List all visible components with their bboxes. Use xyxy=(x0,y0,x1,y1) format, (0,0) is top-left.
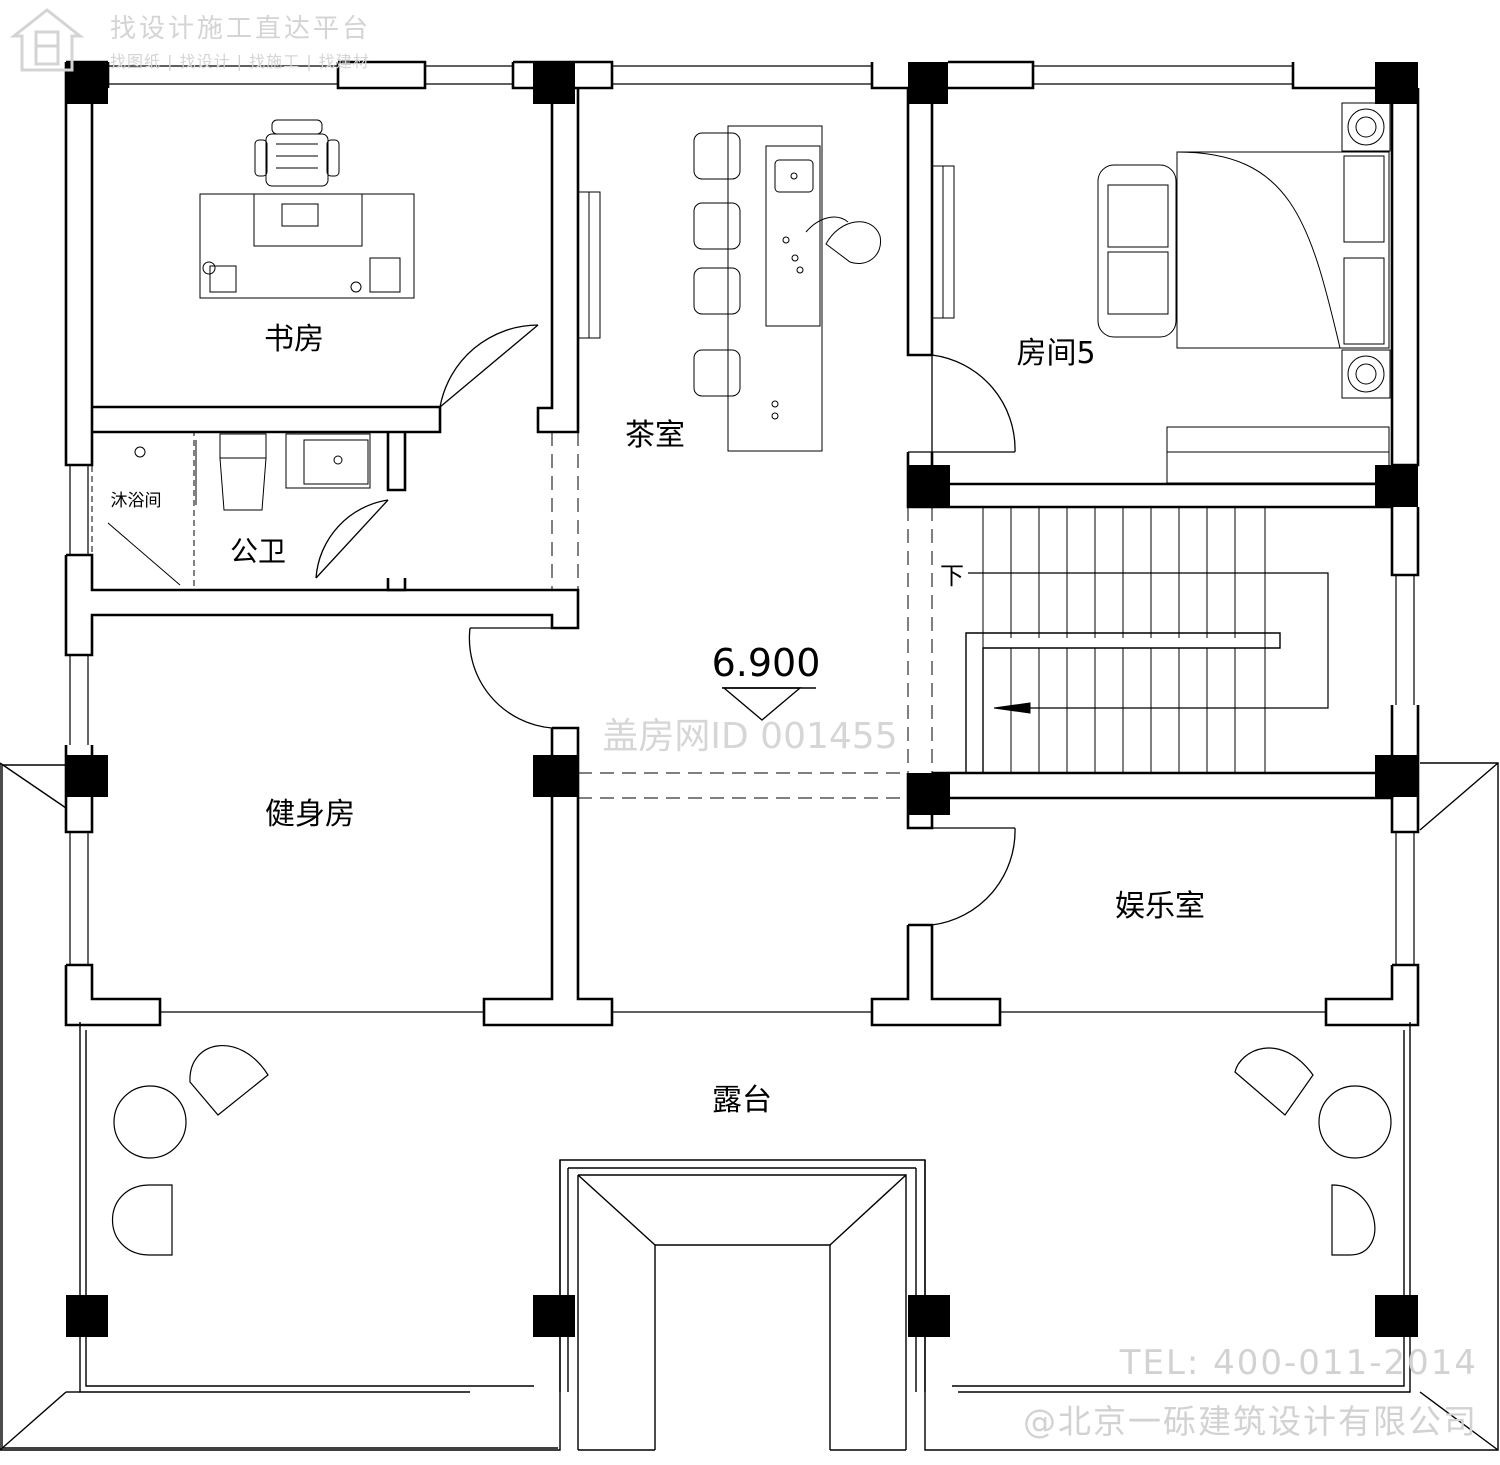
platform-title: 找设计施工直达平台 xyxy=(110,14,372,44)
staircase xyxy=(965,506,1329,774)
bedroom-furniture xyxy=(931,102,1391,484)
room-label-terrace: 露台 xyxy=(712,1083,772,1118)
stairs-down-label: 下 xyxy=(940,562,964,590)
tea-room-furniture xyxy=(577,125,882,452)
room-label-bedroom5: 房间5 xyxy=(1016,336,1095,371)
doors xyxy=(315,324,1016,926)
room-label-gym: 健身房 xyxy=(265,797,355,832)
wc-fixtures xyxy=(91,431,371,591)
company-tel: TEL: 400-011-2014 xyxy=(1119,1343,1478,1383)
room-label-public-wc: 公卫 xyxy=(230,535,286,568)
stair-treads xyxy=(1010,507,1236,773)
watermark-id: 盖房网ID 001455 xyxy=(602,716,897,757)
room-label-shower: 沐浴间 xyxy=(111,491,162,511)
room-label-entertainment: 娱乐室 xyxy=(1115,889,1205,924)
study-furniture xyxy=(199,119,415,299)
columns xyxy=(66,62,1418,1337)
terrace-parapet xyxy=(0,762,1499,1451)
platform-watermark: 找设计施工直达平台 找图纸 | 找设计 | 找施工 | 找建材 xyxy=(10,6,410,76)
room-label-study: 书房 xyxy=(264,322,324,357)
elevation-value: 6.900 xyxy=(712,641,821,685)
elevation-marker xyxy=(722,687,816,721)
terrace-furniture xyxy=(111,1044,1392,1256)
company-name: @北京一砾建筑设计有限公司 xyxy=(1023,1402,1478,1441)
platform-links: 找图纸 | 找设计 | 找施工 | 找建材 xyxy=(110,52,370,71)
house-logo-icon xyxy=(10,8,84,72)
openings xyxy=(551,432,933,799)
room-label-tea-room: 茶室 xyxy=(625,418,685,453)
